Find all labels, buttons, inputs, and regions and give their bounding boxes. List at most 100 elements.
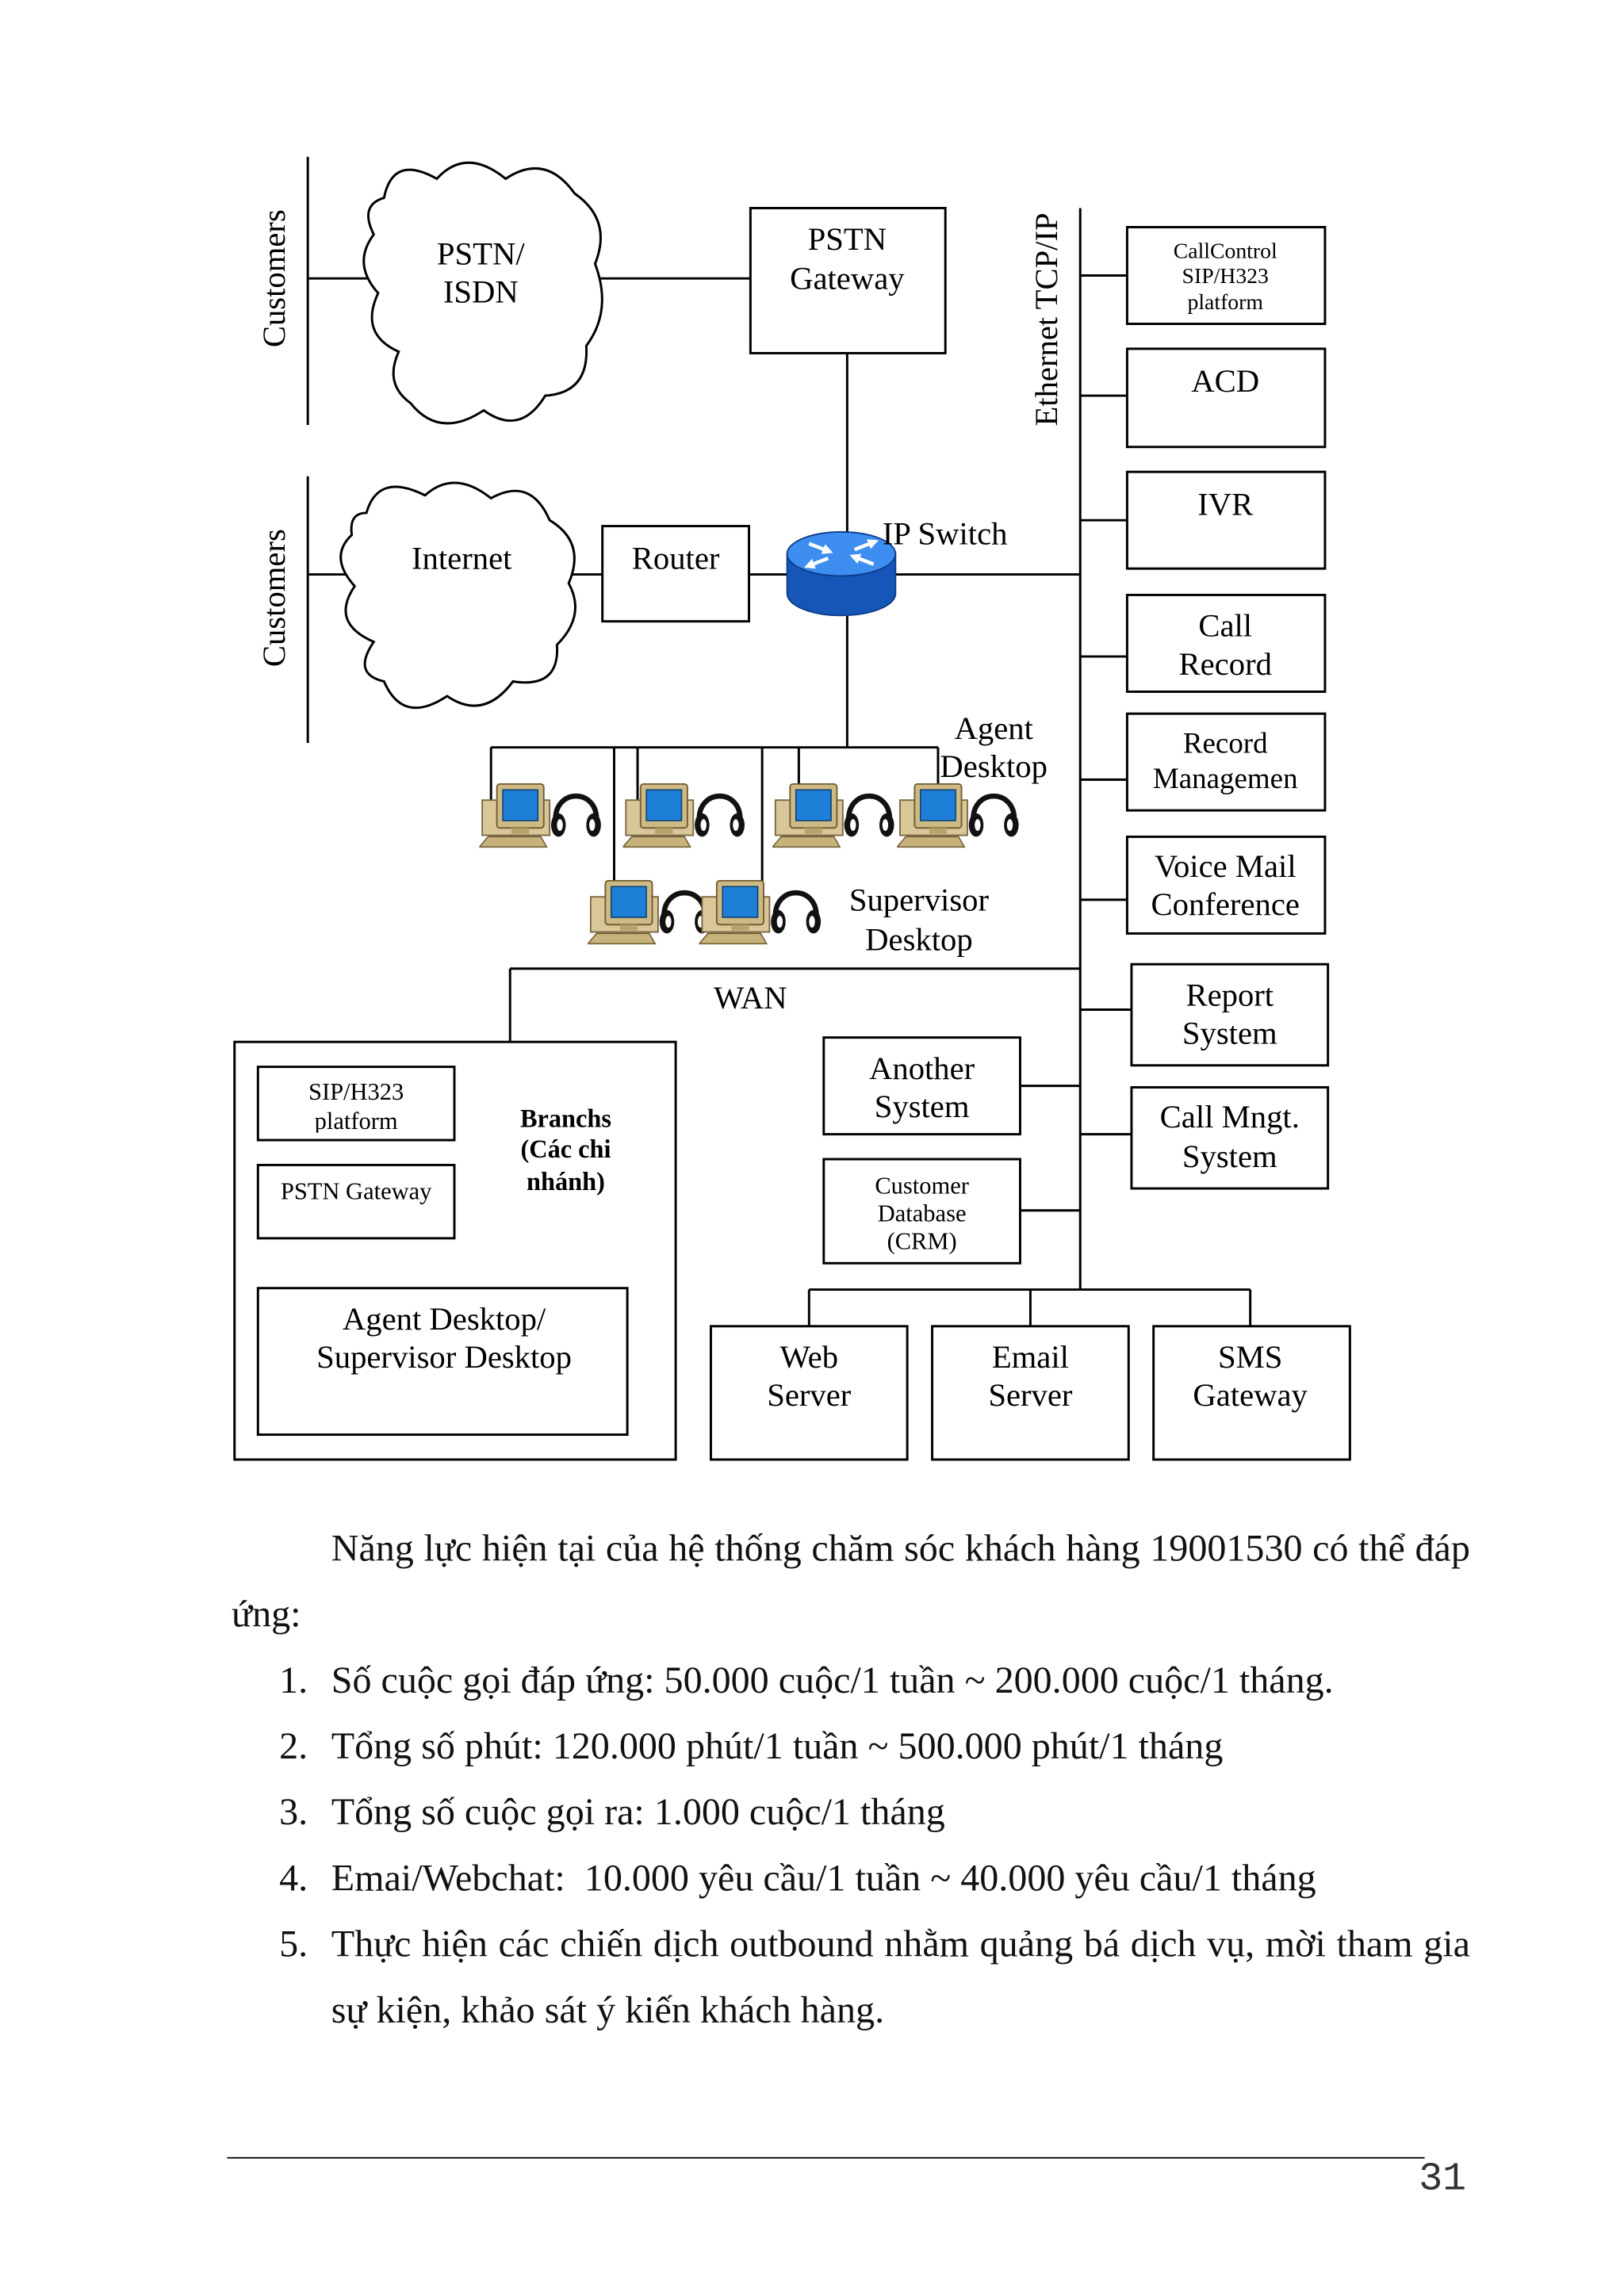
- body-text: Năng lực hiện tại của hệ thống chăm sóc …: [232, 1515, 1470, 2042]
- list-text: Số cuộc gọi đáp ứng: 50.000 cuộc/1 tuần …: [331, 1659, 1334, 1701]
- call-center-network-diagram: Customers Customers PSTN/ ISDN Internet …: [233, 156, 1351, 1461]
- email-server-box: Email Server: [931, 1325, 1130, 1461]
- server-label: Web: [780, 1339, 839, 1375]
- branch-sip-label: SIP/H323: [308, 1078, 404, 1105]
- another-system-label: Another: [869, 1050, 975, 1086]
- sms-gateway-box: SMS Gateway: [1152, 1325, 1351, 1461]
- system-box-voice-mail: Voice Mail Conference: [1125, 835, 1327, 935]
- customer-database-label: (CRM): [887, 1228, 957, 1255]
- list-item: 5. Thực hiện các chiến dịch outbound nhằ…: [232, 1911, 1470, 2042]
- server-label: Server: [988, 1377, 1073, 1413]
- list-text: Thực hiện các chiến dịch outbound nhằm q…: [331, 1923, 1480, 2031]
- branch-desktops-label: Agent Desktop/: [343, 1301, 546, 1337]
- branch-title: Branchs: [520, 1104, 611, 1132]
- system-label: Call Mngt.: [1160, 1099, 1300, 1135]
- list-item: 1. Số cuộc gọi đáp ứng: 50.000 cuộc/1 tu…: [232, 1647, 1470, 1713]
- list-item: 4. Emai/Webchat: 10.000 yêu cầu/1 tuần ~…: [232, 1845, 1470, 1911]
- branch-pstn-gateway-label: PSTN Gateway: [281, 1178, 432, 1205]
- system-label: CallControl: [1174, 239, 1277, 263]
- branch-desktops-box: [256, 1287, 629, 1437]
- pstn-cloud-label: ISDN: [443, 274, 519, 309]
- router-icon: [786, 531, 897, 617]
- system-box-call-record: Call Record: [1125, 593, 1327, 693]
- agent-desktop-label: Agent: [955, 710, 1034, 746]
- arrow-icon: [849, 553, 875, 566]
- system-box-acd: ACD: [1125, 347, 1327, 449]
- agent-workstation-icon: [772, 784, 894, 847]
- system-label: Conference: [1151, 886, 1300, 922]
- branch-pstn-gateway-box: [256, 1163, 456, 1240]
- list-number: 1.: [279, 1659, 308, 1701]
- pstn-gateway-label: Gateway: [790, 261, 905, 297]
- list-item: 3. Tổng số cuộc gọi ra: 1.000 cuộc/1 thá…: [232, 1779, 1470, 1845]
- internet-cloud-label: Internet: [412, 541, 512, 576]
- customers-label-top: Customers: [256, 209, 292, 347]
- list-number: 5.: [279, 1923, 308, 1965]
- branch-desktops-label: Supervisor Desktop: [316, 1339, 572, 1375]
- ip-switch-label: IP Switch: [883, 515, 1008, 551]
- connector-lines: [306, 156, 1252, 1326]
- footer-divider: [227, 2156, 1425, 2159]
- system-box-record-management: Record Managemen: [1125, 712, 1327, 812]
- pstn-gateway-label: PSTN: [808, 221, 887, 257]
- cloud-icon: [362, 161, 603, 425]
- pstn-cloud-label: PSTN/: [437, 235, 525, 271]
- list-number: 4.: [279, 1856, 308, 1900]
- system-label: Record: [1183, 727, 1268, 760]
- arrow-icon: [808, 541, 833, 554]
- system-label: ACD: [1191, 363, 1259, 399]
- pstn-gateway-box: PSTN Gateway: [749, 206, 947, 354]
- wan-label: WAN: [714, 980, 787, 1016]
- customers-label-bottom: Customers: [256, 529, 292, 667]
- system-box-report: Report System: [1130, 962, 1330, 1067]
- ethernet-bus-label: Ethernet TCP/IP: [1028, 212, 1064, 426]
- list-text: Tổng số cuộc gọi ra: 1.000 cuộc/1 tháng: [331, 1790, 945, 1834]
- branch-title: nhánh): [527, 1167, 605, 1196]
- supervisor-workstation-icon: [699, 881, 821, 943]
- system-label: SIP/H323: [1182, 263, 1269, 288]
- supervisor-desktop-label: Desktop: [865, 921, 973, 957]
- system-box-ivr: IVR: [1125, 470, 1327, 570]
- system-label: platform: [1188, 289, 1264, 314]
- router-box: Router: [601, 525, 750, 623]
- list-number: 3.: [279, 1790, 308, 1834]
- web-server-box: Web Server: [709, 1325, 909, 1461]
- server-label: SMS: [1218, 1339, 1282, 1375]
- arrow-icon: [804, 557, 829, 569]
- branch-sip-label: platform: [315, 1108, 398, 1135]
- intro-paragraph: Năng lực hiện tại của hệ thống chăm sóc …: [232, 1527, 1470, 1636]
- agent-workstation-icon: [623, 784, 745, 847]
- list-text: Tổng số phút: 120.000 phút/1 tuần ~ 500.…: [331, 1724, 1224, 1768]
- customer-database-label: Database: [878, 1200, 967, 1226]
- pstn-isdn-cloud: PSTN/ ISDN: [362, 161, 603, 425]
- agent-workstation-icon: [897, 784, 1018, 847]
- branch-box: SIP/H323 platform PSTN Gateway Branchs (…: [233, 1040, 677, 1461]
- system-label: Managemen: [1153, 762, 1298, 794]
- branch-sip-box: [256, 1066, 456, 1142]
- arrow-icon: [853, 539, 879, 552]
- router-label: Router: [632, 541, 720, 576]
- internet-cloud: Internet: [339, 481, 576, 710]
- system-label: Report: [1185, 978, 1274, 1013]
- agent-workstation-icon: [479, 784, 600, 847]
- page-number: 31: [1419, 2158, 1467, 2203]
- another-system-label: System: [875, 1089, 970, 1124]
- system-label: System: [1182, 1138, 1277, 1174]
- list-number: 2.: [279, 1724, 308, 1768]
- system-label: Call: [1198, 608, 1252, 644]
- system-label: Voice Mail: [1155, 848, 1297, 884]
- system-label: IVR: [1197, 486, 1254, 522]
- supervisor-desktop-label: Supervisor: [849, 882, 990, 917]
- server-label: Gateway: [1193, 1377, 1308, 1413]
- system-box-callcontrol: CallControl SIP/H323 platform: [1125, 226, 1327, 325]
- system-label: System: [1182, 1016, 1277, 1051]
- list-text: Emai/Webchat: 10.000 yêu cầu/1 tuần ~ 40…: [331, 1856, 1316, 1900]
- customer-database-label: Customer: [875, 1172, 969, 1199]
- cloud-icon: [339, 481, 576, 710]
- supervisor-workstation-icon: [588, 881, 709, 943]
- customer-database-box: Customer Database (CRM): [822, 1158, 1021, 1265]
- branch-title: (Các chi: [520, 1135, 611, 1163]
- system-box-call-management: Call Mngt. System: [1130, 1086, 1330, 1190]
- server-label: Server: [767, 1377, 852, 1413]
